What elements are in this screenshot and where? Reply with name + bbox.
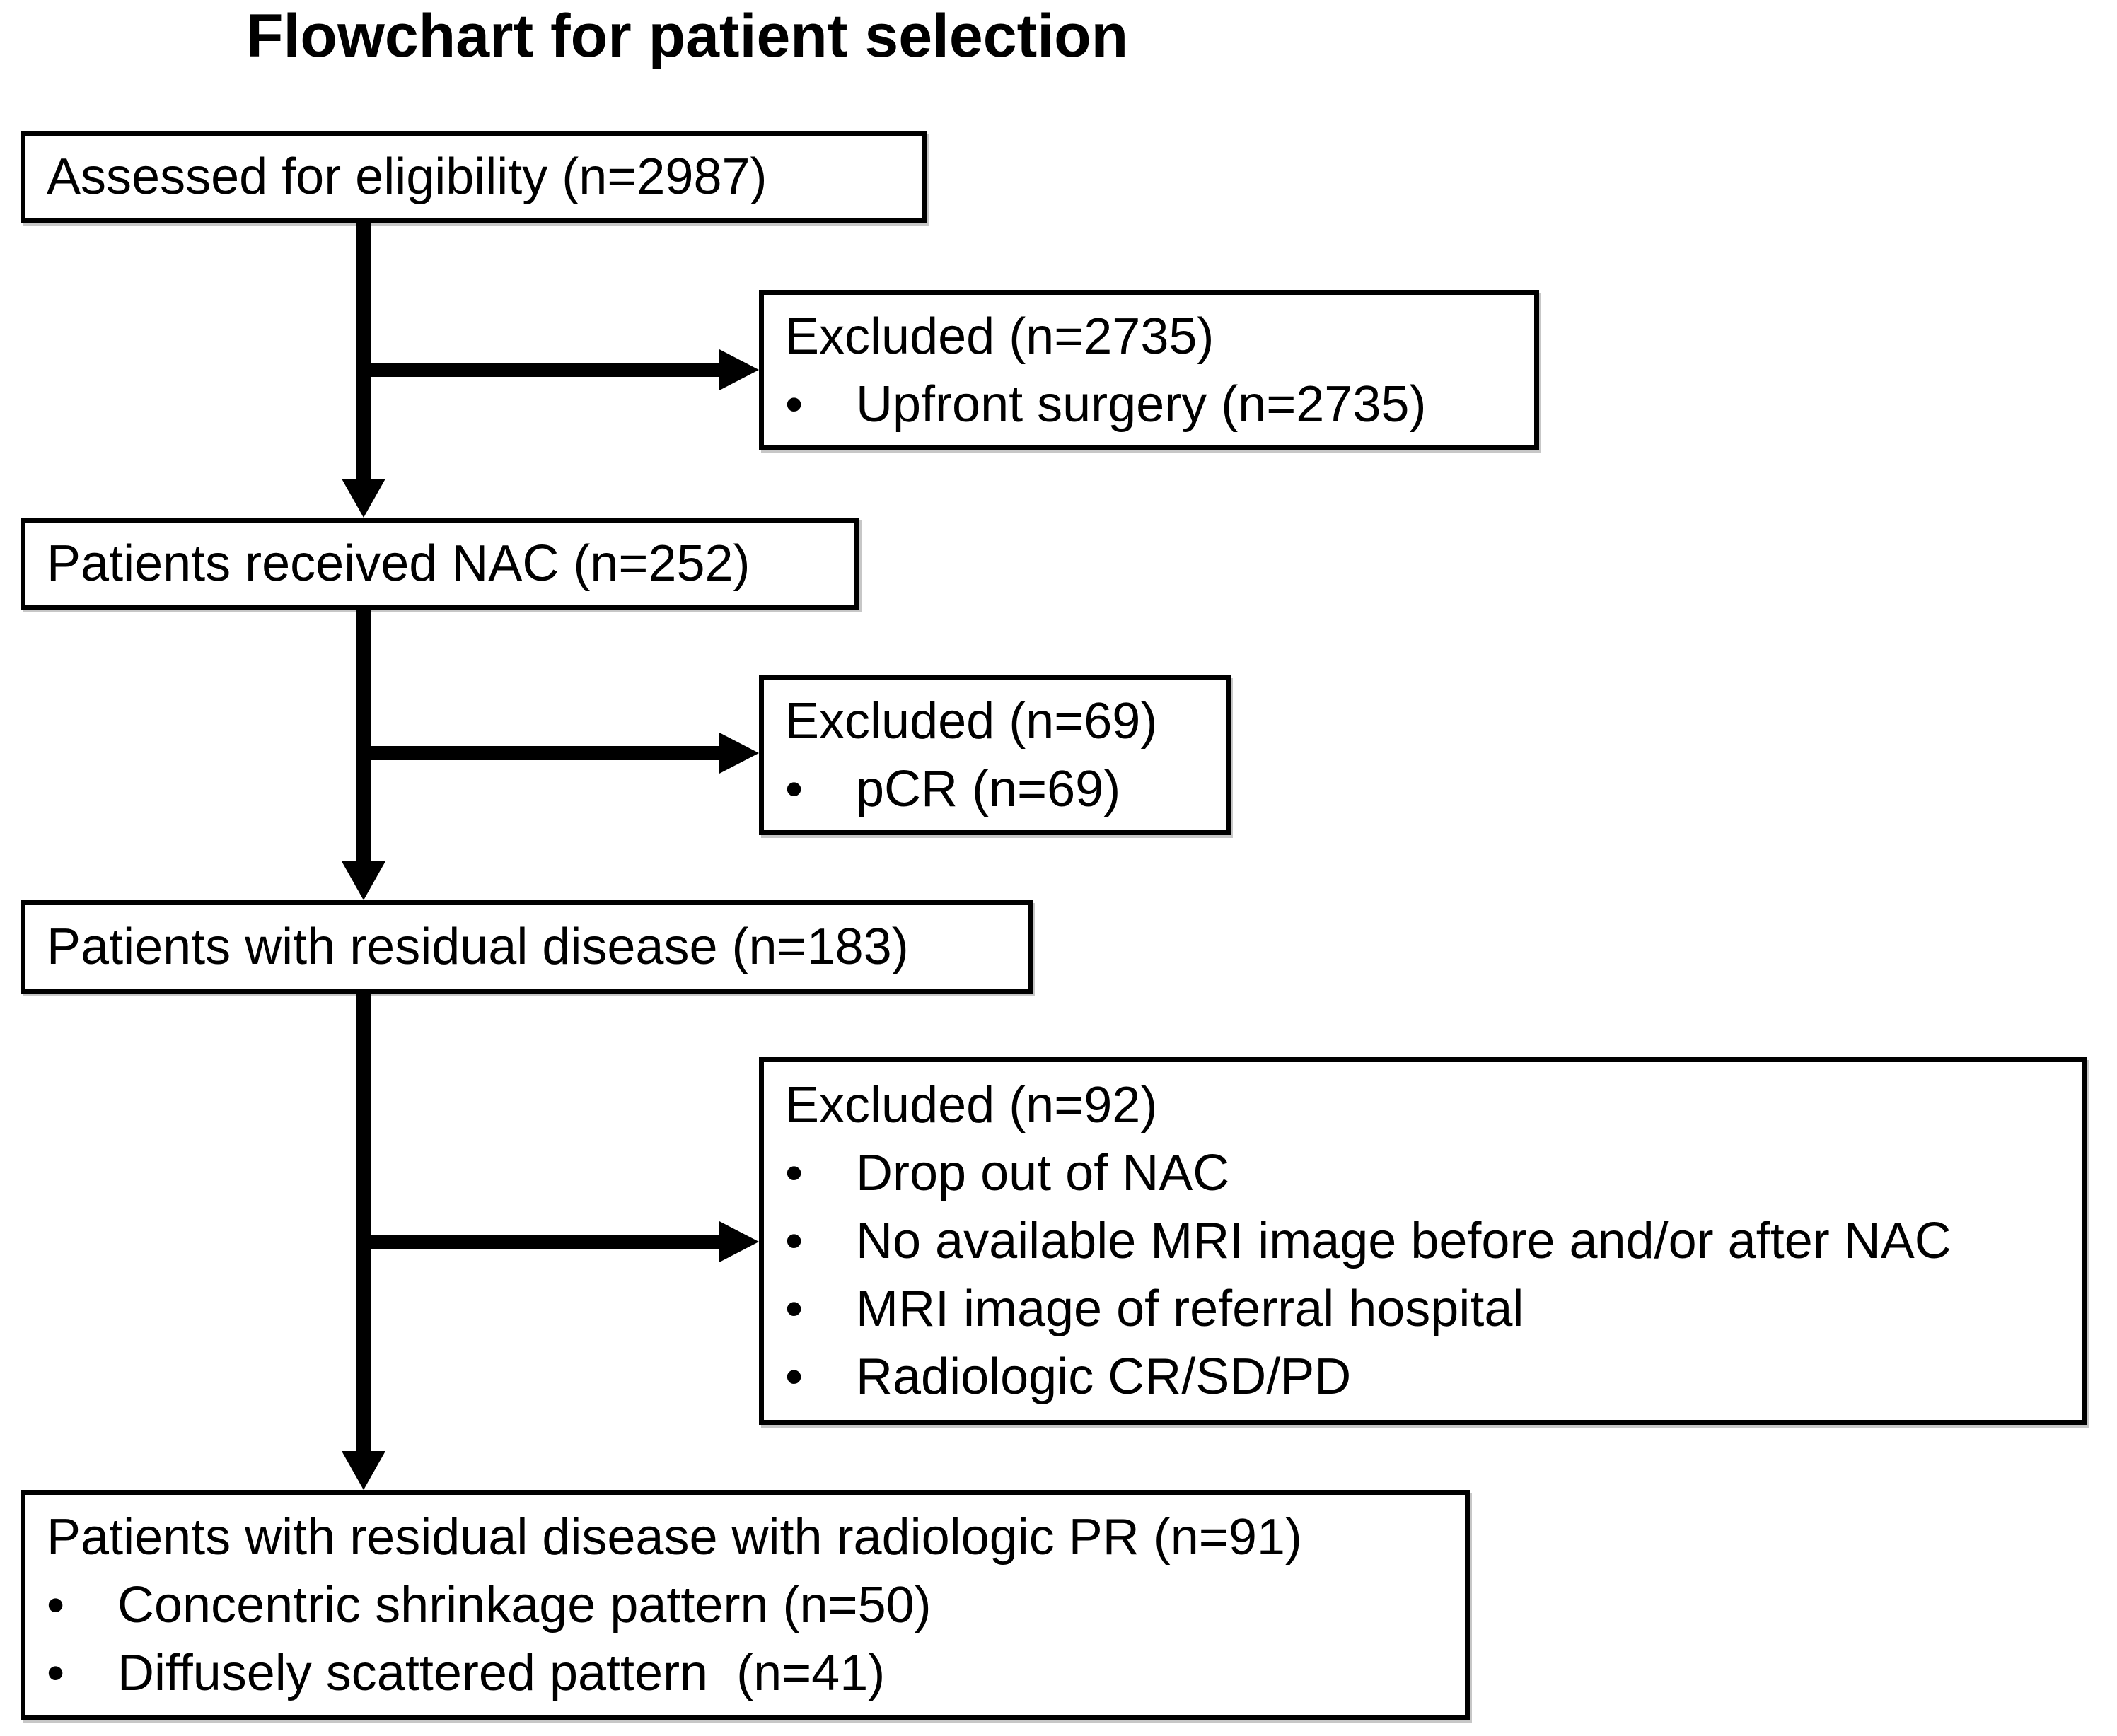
arrowhead-down-to-final-icon: [342, 1451, 385, 1490]
box-radiologic-pr: Patients with residual disease with radi…: [21, 1490, 1470, 1720]
list-item: • Upfront surgery (n=2735): [785, 371, 1529, 438]
bullet-icon: •: [785, 1213, 804, 1269]
arrowhead-right-excluded-pcr-icon: [719, 733, 759, 774]
connector-residual-to-final: [356, 994, 371, 1451]
patients-received-nac-label: Patients received NAC (n=252): [47, 535, 750, 592]
bullet-icon: •: [47, 1644, 65, 1701]
excluded-pcr-item: pCR (n=69): [856, 761, 1121, 817]
box-excluded-pcr: Excluded (n=69) • pCR (n=69): [759, 675, 1231, 835]
excluded-pcr-heading: Excluded (n=69): [785, 693, 1158, 750]
list-item: • No available MRI image before and/or a…: [785, 1207, 2076, 1275]
box-residual-disease: Patients with residual disease (n=183): [21, 900, 1033, 994]
connector-to-excluded-pcr: [356, 746, 719, 760]
list-item: • Diffusely scattered pattern (n=41): [47, 1639, 1459, 1707]
radiologic-pr-heading: Patients with residual disease with radi…: [47, 1508, 1302, 1566]
arrowhead-right-excluded-other-icon: [719, 1221, 759, 1262]
list-item: • Radiologic CR/SD/PD: [785, 1343, 2076, 1411]
box-excluded-other-reasons: Excluded (n=92) • Drop out of NAC • No a…: [759, 1057, 2087, 1425]
excluded-other-item-referral: MRI image of referral hospital: [856, 1281, 1524, 1337]
bullet-icon: •: [785, 1145, 804, 1201]
excluded-other-item-dropout: Drop out of NAC: [856, 1145, 1230, 1201]
excluded-upfront-heading: Excluded (n=2735): [785, 308, 1214, 365]
list-item: • Drop out of NAC: [785, 1139, 2076, 1207]
excluded-other-item-crsdpd: Radiologic CR/SD/PD: [856, 1348, 1352, 1405]
flowchart-title: Flowchart for patient selection: [246, 2, 1129, 70]
arrowhead-down-to-nac-icon: [342, 479, 385, 518]
diffusely-scattered-item: Diffusely scattered pattern (n=41): [117, 1644, 886, 1701]
excluded-other-item-no-mri: No available MRI image before and/or aft…: [856, 1213, 1951, 1269]
connector-nac-to-residual: [356, 608, 371, 861]
bullet-icon: •: [47, 1576, 65, 1633]
bullet-icon: •: [785, 375, 804, 433]
arrowhead-right-excluded-upfront-icon: [719, 349, 759, 390]
arrowhead-down-to-residual-icon: [342, 861, 385, 900]
list-item: • Concentric shrinkage pattern (n=50): [47, 1571, 1459, 1639]
bullet-icon: •: [785, 1281, 804, 1337]
connector-to-excluded-upfront: [356, 363, 719, 377]
concentric-shrinkage-item: Concentric shrinkage pattern (n=50): [117, 1576, 932, 1633]
box-patients-received-nac: Patients received NAC (n=252): [21, 518, 859, 610]
connector-assessed-to-nac: [356, 223, 371, 479]
list-item: • MRI image of referral hospital: [785, 1275, 2076, 1343]
residual-disease-label: Patients with residual disease (n=183): [47, 919, 909, 975]
assessed-eligibility-label: Assessed for eligibility (n=2987): [47, 148, 767, 205]
box-assessed-eligibility: Assessed for eligibility (n=2987): [21, 131, 927, 223]
excluded-other-heading: Excluded (n=92): [785, 1077, 1158, 1134]
connector-to-excluded-other: [356, 1235, 719, 1249]
list-item: • pCR (n=69): [785, 755, 1220, 823]
excluded-upfront-item: Upfront surgery (n=2735): [856, 375, 1427, 433]
bullet-icon: •: [785, 761, 804, 817]
box-excluded-upfront-surgery: Excluded (n=2735) • Upfront surgery (n=2…: [759, 290, 1539, 450]
bullet-icon: •: [785, 1348, 804, 1405]
